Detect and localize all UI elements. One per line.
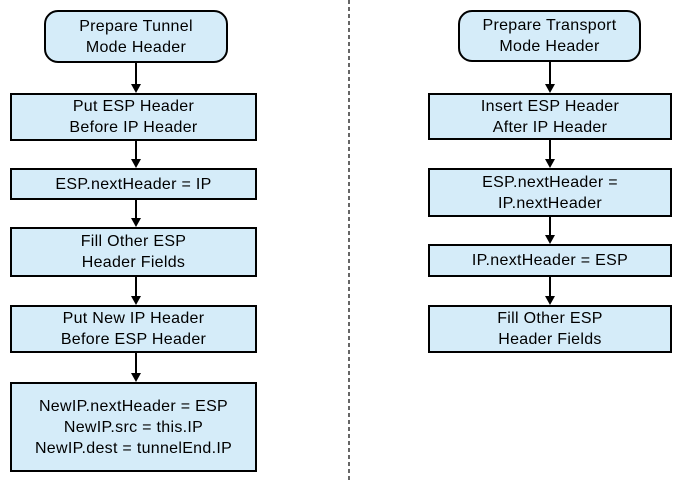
dashed-divider <box>348 0 350 482</box>
down-arrow-connector <box>545 62 555 93</box>
tunnel-newip-assignments-box: NewIP.nextHeader = ESP NewIP.src = this.… <box>10 382 257 472</box>
tunnel-put-new-ip-label: Put New IP Header Before ESP Header <box>60 310 207 348</box>
down-arrow-connector <box>131 277 141 305</box>
transport-prepare-header-box: Prepare Transport Mode Header <box>458 10 641 62</box>
transport-fill-esp-fields-box: Fill Other ESP Header Fields <box>428 305 672 353</box>
transport-ip-nextheader-box: IP.nextHeader = ESP <box>428 244 672 277</box>
transport-fill-esp-fields-label: Fill Other ESP Header Fields <box>497 310 603 348</box>
tunnel-put-esp-before-ip-box: Put ESP Header Before IP Header <box>10 93 257 141</box>
transport-esp-nextheader-label: ESP.nextHeader = IP.nextHeader <box>482 173 618 212</box>
down-arrow-connector <box>131 63 141 93</box>
transport-insert-esp-after-ip-box: Insert ESP Header After IP Header <box>428 93 672 140</box>
down-arrow-connector <box>545 140 555 168</box>
down-arrow-connector <box>545 217 555 244</box>
tunnel-prepare-header-box: Prepare Tunnel Mode Header <box>44 10 228 63</box>
transport-insert-esp-after-ip-label: Insert ESP Header After IP Header <box>480 97 620 136</box>
down-arrow-connector <box>131 353 141 382</box>
down-arrow-connector <box>131 141 141 168</box>
down-arrow-connector <box>545 277 555 305</box>
tunnel-put-new-ip-box: Put New IP Header Before ESP Header <box>10 305 257 353</box>
tunnel-esp-nextheader-box: ESP.nextHeader = IP <box>10 168 257 200</box>
tunnel-prepare-header-label: Prepare Tunnel Mode Header <box>79 17 193 56</box>
tunnel-fill-esp-fields-box: Fill Other ESP Header Fields <box>10 227 257 277</box>
transport-esp-nextheader-box: ESP.nextHeader = IP.nextHeader <box>428 168 672 217</box>
transport-ip-nextheader-label: IP.nextHeader = ESP <box>471 252 629 269</box>
tunnel-fill-esp-fields-label: Fill Other ESP Header Fields <box>80 233 187 271</box>
tunnel-esp-nextheader-label: ESP.nextHeader = IP <box>55 175 212 193</box>
tunnel-put-esp-before-ip-label: Put ESP Header Before IP Header <box>69 98 198 136</box>
transport-prepare-header-label: Prepare Transport Mode Header <box>482 17 617 55</box>
tunnel-newip-assignments-label: NewIP.nextHeader = ESP NewIP.src = this.… <box>34 397 233 457</box>
down-arrow-connector <box>131 200 141 227</box>
